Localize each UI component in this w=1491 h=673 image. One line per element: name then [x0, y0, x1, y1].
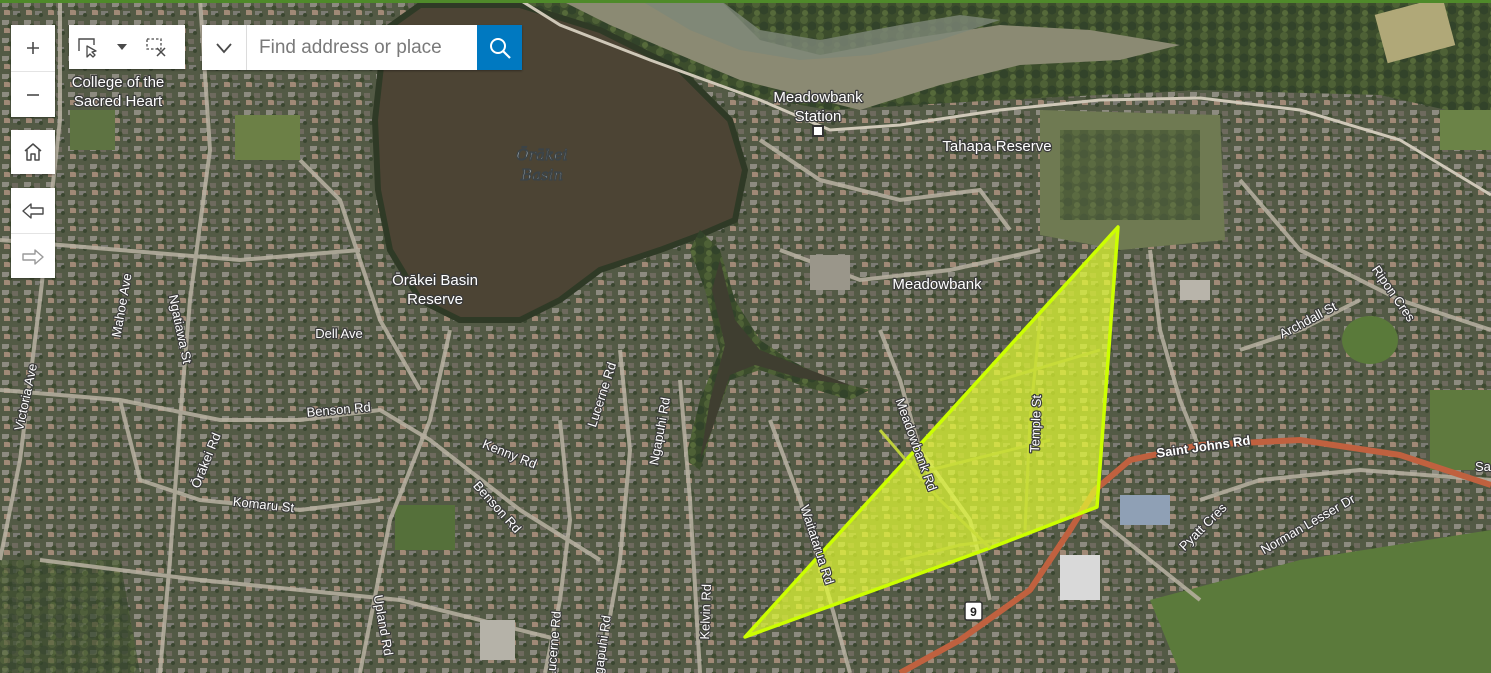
creek-bush [685, 230, 870, 470]
route-shield-number: 9 [970, 605, 977, 619]
plus-icon [27, 42, 39, 54]
road-label-kelvin-rd: Kelvin Rd [697, 584, 714, 640]
search-input[interactable] [247, 25, 477, 70]
arrow-left-icon [22, 202, 44, 219]
basin-shoreline [371, 1, 749, 323]
place-label-tahapa-reserve: Tahapa Reserve [942, 138, 1051, 155]
next-extent-button[interactable] [11, 233, 55, 279]
place-label-basin-reserve-line2: Reserve [407, 291, 463, 308]
golf-course [1150, 530, 1491, 673]
arrow-right-icon [22, 248, 44, 265]
park-patch [1440, 110, 1491, 150]
clear-selection-icon [146, 38, 166, 57]
rail-line [519, 0, 1491, 197]
station-marker[interactable] [812, 125, 824, 137]
place-label-station-line2: Station [795, 108, 842, 125]
building [1060, 555, 1100, 600]
building [810, 255, 850, 290]
water-label-basin-line2: Basin [520, 166, 563, 184]
road-label-edge-fragment: Sa [1475, 459, 1491, 474]
top-frame-strip [0, 0, 1491, 3]
park-patch [1430, 390, 1491, 470]
search-source-dropdown[interactable] [202, 25, 247, 70]
search-widget [202, 25, 522, 70]
water-label-basin-line1: Ōrākei [516, 146, 567, 164]
park-patch [1342, 316, 1398, 364]
bush-patch [0, 560, 140, 673]
place-label-meadowbank: Meadowbank [892, 276, 982, 293]
sports-field [1374, 0, 1456, 64]
orakei-basin-water [375, 5, 745, 320]
park-patch [395, 505, 455, 550]
place-label-station-line1: Meadowbank [773, 89, 863, 106]
home-icon [24, 143, 42, 161]
saint-johns-rd-arterial [898, 436, 1491, 673]
place-label-college-line2: Sacred Heart [74, 93, 163, 110]
road-label-lucerne-rd-south: Lucerne Rd [543, 610, 564, 673]
search-button[interactable] [477, 25, 522, 70]
zoom-in-button[interactable] [11, 25, 55, 71]
select-features-button[interactable] [69, 25, 107, 69]
park-patch [235, 115, 300, 160]
zoom-control [11, 25, 55, 117]
selection-toolbar [69, 25, 185, 69]
polygon-interior-streets [878, 319, 1101, 562]
select-options-dropdown[interactable] [107, 25, 137, 69]
caret-down-icon [117, 44, 127, 50]
magnifier-icon [489, 37, 511, 59]
minus-icon [27, 94, 39, 96]
building [1180, 280, 1210, 300]
home-button[interactable] [11, 130, 55, 174]
previous-extent-button[interactable] [11, 188, 55, 233]
zoom-out-button[interactable] [11, 71, 55, 118]
building [1120, 495, 1170, 525]
place-label-basin-reserve-line1: Ōrākei Basin [392, 272, 478, 289]
extent-navigation [11, 188, 55, 278]
state-highway-9-shield[interactable]: 9 [964, 601, 983, 621]
creek-water [700, 260, 850, 460]
park-patch [70, 110, 115, 150]
road-label-benson-rd: Benson Rd [306, 399, 371, 420]
road-label-dell-ave: Dell Ave [315, 326, 362, 341]
road-label-temple-st: Temple St [1027, 394, 1044, 453]
estuary-channel [640, 0, 1000, 60]
place-label-college-line1: College of the [72, 74, 165, 91]
building [480, 620, 515, 660]
chevron-down-icon [216, 42, 232, 53]
select-by-rectangle-icon [78, 38, 97, 58]
clear-selection-button[interactable] [137, 25, 175, 69]
tahapa-reserve-trees [1060, 130, 1200, 220]
